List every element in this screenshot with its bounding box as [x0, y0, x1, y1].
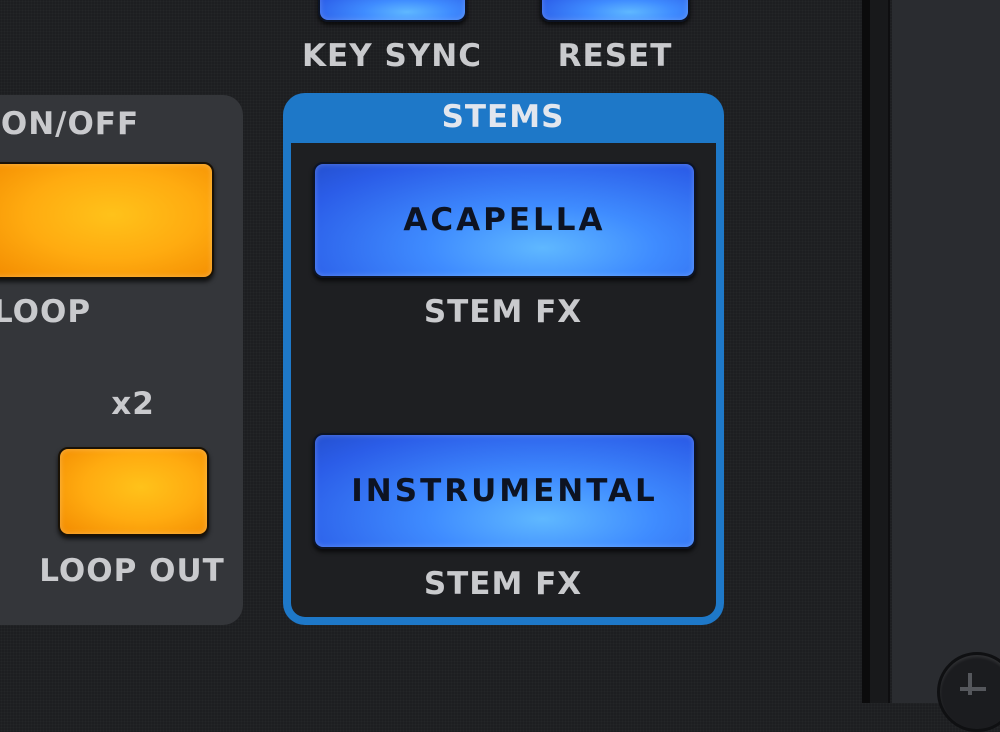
stem-fx-label-2: STEM FX: [423, 566, 583, 602]
loop-label: LOOP: [0, 294, 92, 330]
right-panel: [892, 0, 1000, 703]
loop-on-off-label: ON/OFF: [0, 106, 140, 142]
panel-divider: [862, 0, 870, 703]
panel-edge: [870, 0, 890, 703]
stem-fx-label-1: STEM FX: [423, 294, 583, 330]
acapella-label: ACAPELLA: [403, 202, 606, 238]
key-sync-label: KEY SYNC: [302, 38, 482, 74]
reset-label: RESET: [557, 38, 673, 74]
instrumental-label: INSTRUMENTAL: [351, 473, 658, 509]
loop-out-label: LOOP OUT: [39, 553, 225, 589]
key-sync-button[interactable]: [318, 0, 467, 22]
instrumental-button[interactable]: INSTRUMENTAL: [313, 433, 696, 549]
stems-title: STEMS: [441, 99, 565, 135]
loop-on-off-button[interactable]: [0, 162, 214, 279]
reset-button[interactable]: [540, 0, 690, 22]
acapella-button[interactable]: ACAPELLA: [313, 162, 696, 278]
loop-out-button[interactable]: [58, 447, 209, 536]
loop-multiplier-label: x2: [111, 386, 155, 422]
